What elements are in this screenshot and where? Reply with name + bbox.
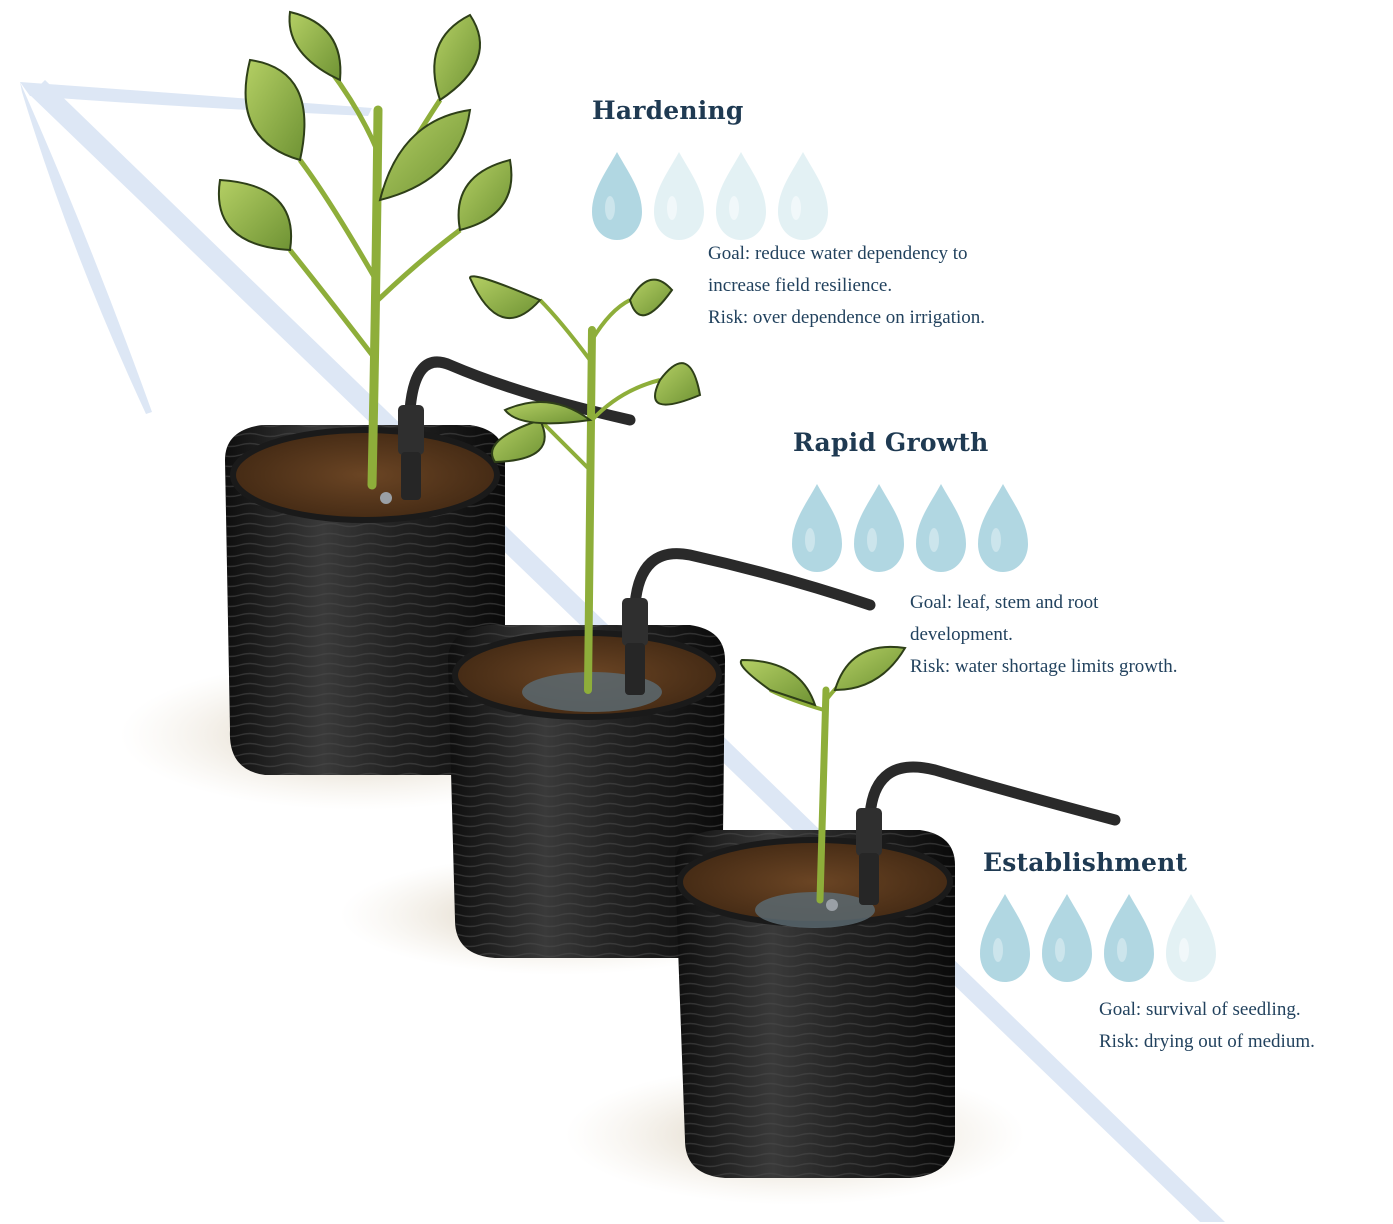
water-drop-highlight (1055, 938, 1065, 962)
goal-text-line-1: Goal: reduce water dependency to (708, 238, 985, 270)
water-drop-icon (978, 484, 1028, 572)
goal-text: Goal: survival of seedling. (1099, 994, 1315, 1026)
water-drops (792, 482, 1032, 574)
stage-title: Rapid Growth (793, 428, 989, 457)
water-drop-highlight (1179, 938, 1189, 962)
water-level-establishment (980, 892, 1220, 984)
stage-description-establishment: Goal: survival of seedling. Risk: drying… (1099, 994, 1315, 1058)
stage-title: Establishment (983, 848, 1187, 877)
stage-description-hardening: Goal: reduce water dependency to increas… (708, 238, 985, 334)
stage-title: Hardening (592, 96, 744, 125)
risk-text: Risk: over dependence on irrigation. (708, 302, 985, 334)
water-level-hardening (592, 150, 832, 242)
water-drop-icon (592, 152, 642, 240)
stage-establishment: Establishment (983, 848, 1187, 877)
risk-text: Risk: drying out of medium. (1099, 1026, 1315, 1058)
water-drop-highlight (605, 196, 615, 220)
water-drop-icon (980, 894, 1030, 982)
water-drop-highlight (791, 196, 801, 220)
stage-hardening: Hardening (592, 96, 744, 125)
water-drops (592, 150, 832, 242)
water-drop-icon (654, 152, 704, 240)
water-level-rapid-growth (792, 482, 1032, 574)
goal-text-line-2: development. (910, 619, 1178, 651)
water-drop-highlight (729, 196, 739, 220)
water-drop-icon (1104, 894, 1154, 982)
water-drop-icon (716, 152, 766, 240)
water-drop-icon (792, 484, 842, 572)
water-drop-icon (916, 484, 966, 572)
goal-text-line-2: increase field resilience. (708, 270, 985, 302)
risk-text: Risk: water shortage limits growth. (910, 651, 1178, 683)
water-drop-icon (1042, 894, 1092, 982)
water-drop-icon (854, 484, 904, 572)
stage-description-rapid-growth: Goal: leaf, stem and root development. R… (910, 587, 1178, 683)
water-drop-highlight (667, 196, 677, 220)
water-drops (980, 892, 1220, 984)
water-drop-highlight (1117, 938, 1127, 962)
goal-text-line-1: Goal: leaf, stem and root (910, 587, 1178, 619)
water-drop-icon (1166, 894, 1216, 982)
water-drop-highlight (991, 528, 1001, 552)
stage-rapid-growth: Rapid Growth (793, 428, 989, 457)
water-drop-icon (778, 152, 828, 240)
water-drop-highlight (805, 528, 815, 552)
water-drop-highlight (993, 938, 1003, 962)
water-drop-highlight (929, 528, 939, 552)
drip-tube-icon (826, 767, 1115, 911)
water-drop-highlight (867, 528, 877, 552)
